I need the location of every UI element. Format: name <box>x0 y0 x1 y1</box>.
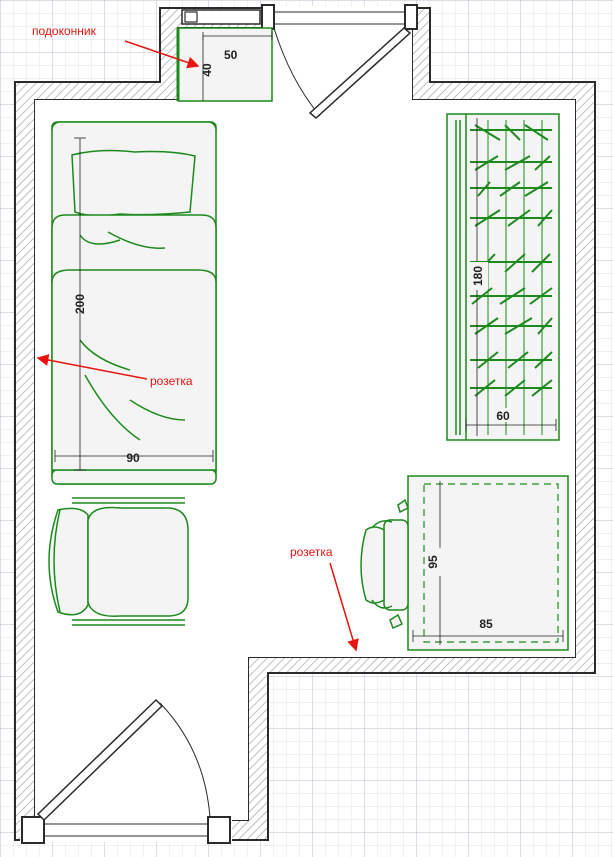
door-swing-icon <box>273 27 412 119</box>
armchair-icon <box>48 497 189 626</box>
outlet-right-note: розетка <box>290 545 333 559</box>
outlet-left-arrow <box>36 354 148 380</box>
wardrobe-depth-label: 60 <box>496 409 510 423</box>
pillow <box>71 149 196 217</box>
sill-depth-label: 40 <box>200 63 214 77</box>
bed-length-label: 200 <box>73 294 87 314</box>
windowsill-note: подоконник <box>32 24 97 38</box>
outlet-left-note: розетка <box>150 374 193 388</box>
desk-length-label: 95 <box>426 555 440 569</box>
outlet-right-arrow <box>329 562 359 652</box>
wardrobe <box>446 113 560 441</box>
door-swing-icon <box>36 698 211 822</box>
annotations: подоконник розетка розетка <box>32 24 359 652</box>
top-door <box>261 4 418 119</box>
windowsill-arrow <box>124 40 200 69</box>
sill-width-label: 50 <box>224 48 238 62</box>
wardrobe-length-label: 180 <box>471 266 485 286</box>
window-frame <box>181 9 261 25</box>
bed-width-label: 90 <box>126 451 140 465</box>
office-chair-icon <box>360 498 409 630</box>
bottom-door <box>20 698 232 844</box>
bed <box>51 121 217 485</box>
desk-width-label: 85 <box>479 617 493 631</box>
blanket <box>51 214 217 471</box>
